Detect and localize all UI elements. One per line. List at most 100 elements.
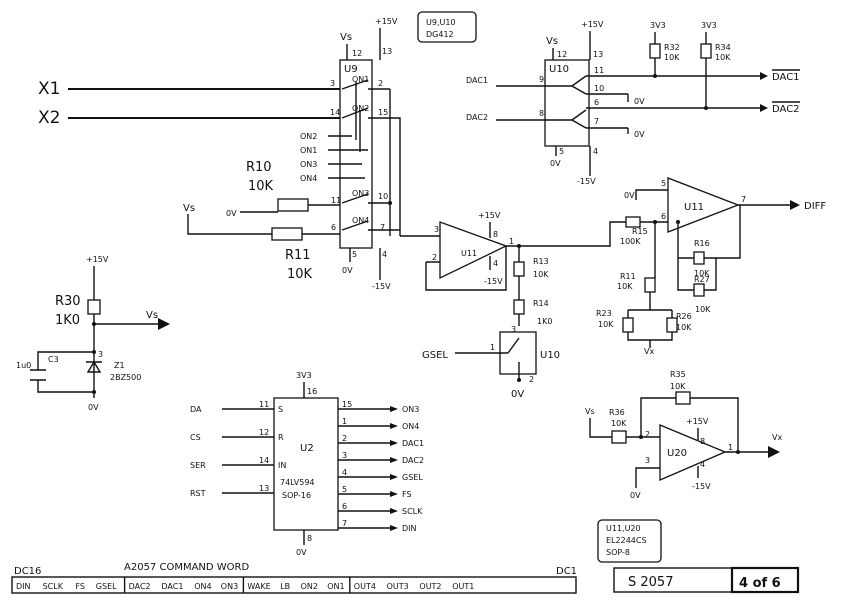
- u11a-pin: 2: [432, 253, 437, 262]
- c3-val: 1u0: [16, 361, 31, 370]
- junction-dot: [653, 220, 657, 224]
- u9-control-on4: ON4: [300, 174, 317, 183]
- u2-right-pin: 4: [342, 468, 347, 477]
- u11a-body: [439, 221, 508, 280]
- u10-in-wires: [496, 85, 572, 121]
- u10-pin: 5: [559, 147, 564, 156]
- r11b-ref: R11: [620, 272, 636, 281]
- u9-pin: 12: [352, 49, 362, 58]
- gsel-ref: U10: [540, 350, 560, 361]
- gsel-pin: 1: [490, 343, 495, 352]
- u2-right-pin: 5: [342, 485, 347, 494]
- u2-left-pinname: IN: [278, 461, 286, 470]
- u2-right-signal: SCLK: [402, 507, 423, 516]
- command-word-field: DIN: [16, 582, 31, 591]
- r35-ref: R35: [670, 370, 686, 379]
- r13-ref: R13: [533, 257, 549, 266]
- u9-pin: 11: [331, 196, 341, 205]
- u2-right-signal: DAC1: [402, 439, 424, 448]
- u20-opamp: U20 2 3 1 +15V 8 4 -15V Vs R36 10K R35 1…: [585, 370, 782, 500]
- junction-dot: [653, 74, 657, 78]
- r13-val: 10K: [533, 270, 549, 279]
- r35-val: 10K: [670, 382, 686, 391]
- gsel-wires: [455, 337, 520, 380]
- u10-pin: 12: [557, 50, 567, 59]
- u9-switch-blades: [341, 79, 390, 119]
- u2-right-pin: 7: [342, 519, 347, 528]
- u9-ref: U9: [344, 64, 358, 75]
- u9-pin: 4: [382, 250, 387, 259]
- u9-control-on1: ON1: [300, 146, 317, 155]
- r32-val: 10K: [664, 53, 680, 62]
- r10-resistor: [277, 198, 309, 212]
- u2-left-pin: 12: [259, 428, 269, 437]
- z1-ref: Z1: [114, 361, 125, 370]
- u11a-pin: 1: [509, 237, 514, 246]
- u10-pin: 11: [594, 66, 604, 75]
- u2-left-pin: 14: [259, 456, 269, 465]
- command-word-field: OUT1: [452, 582, 474, 591]
- u20-pin: 2: [645, 430, 650, 439]
- u2-vcc-supply: 3V3: [296, 371, 312, 380]
- r32-resistor: [649, 43, 661, 59]
- u9-pin: 15: [378, 108, 388, 117]
- command-word-field: ON1: [327, 582, 344, 591]
- r30-resistor: [87, 299, 101, 315]
- u10-bottom-pins: [555, 146, 591, 176]
- overbar: [772, 69, 800, 103]
- u10-blades: [571, 75, 587, 129]
- command-word-field: DAC2: [129, 582, 151, 591]
- u2-left-pin: 13: [259, 484, 269, 493]
- u2-right-arrow: [390, 457, 398, 463]
- u9-vs: Vs: [340, 32, 352, 43]
- z1-pin: 3: [98, 350, 103, 359]
- u2-right-pin: 2: [342, 434, 347, 443]
- u10-gnd-label: 0V: [550, 159, 561, 168]
- u9-gnd-label: 0V: [342, 266, 353, 275]
- vs-out-label: Vs: [146, 310, 158, 321]
- command-word-msb: DC16: [14, 566, 41, 577]
- vs-out-arrow: [158, 318, 170, 330]
- u9-supply-pins: [346, 28, 381, 60]
- junction-dot: [92, 350, 96, 354]
- input-wires: [68, 88, 340, 119]
- r11-ref: R11: [285, 248, 311, 263]
- u2-part: 74LV594: [280, 478, 315, 487]
- u2-right-arrow: [390, 440, 398, 446]
- u11b-body: [667, 177, 740, 233]
- c3-ref: C3: [48, 355, 59, 364]
- u9-pin: 10: [378, 192, 388, 201]
- r14-resistor: [513, 299, 525, 315]
- vs-input-label: Vs: [183, 203, 195, 214]
- command-word-field: FS: [75, 582, 85, 591]
- u20-pin: 1: [728, 443, 733, 452]
- u9-control-on2: ON2: [300, 132, 317, 141]
- u20-pin: 8: [700, 437, 705, 446]
- r26-ref: R26: [676, 312, 692, 321]
- command-word-field: DAC1: [161, 582, 183, 591]
- u11a-wires: [400, 235, 507, 291]
- command-word-field: ON4: [194, 582, 211, 591]
- u2-left-signal: CS: [190, 433, 201, 442]
- u20-p15: +15V: [686, 417, 709, 426]
- note-u11-u20: U11,U20 EL2244CS SOP-8: [597, 519, 662, 563]
- dac-out-wires: [720, 75, 760, 109]
- r14-ref: R14: [533, 299, 549, 308]
- r11b-val: 10K: [617, 282, 633, 291]
- command-word-field: ON2: [301, 582, 318, 591]
- r30-supply: +15V: [86, 255, 109, 264]
- u2-right-signal: DIN: [402, 524, 417, 533]
- u2-right-arrow: [390, 474, 398, 480]
- u11a-pin: 3: [434, 225, 439, 234]
- u2-right-pin: 15: [342, 400, 352, 409]
- u2-right-signal: ON3: [402, 405, 419, 414]
- command-word-title: A2057 COMMAND WORD: [124, 562, 249, 573]
- u2-gnd-label: 0V: [296, 548, 307, 557]
- u9-control-links: [355, 82, 361, 152]
- diff-output-label: DIFF: [804, 201, 826, 212]
- u20-pin: 3: [645, 456, 650, 465]
- u2-right-arrow: [390, 525, 398, 531]
- note-line: EL2244CS: [606, 536, 647, 545]
- input-x1-label: X1: [38, 79, 60, 99]
